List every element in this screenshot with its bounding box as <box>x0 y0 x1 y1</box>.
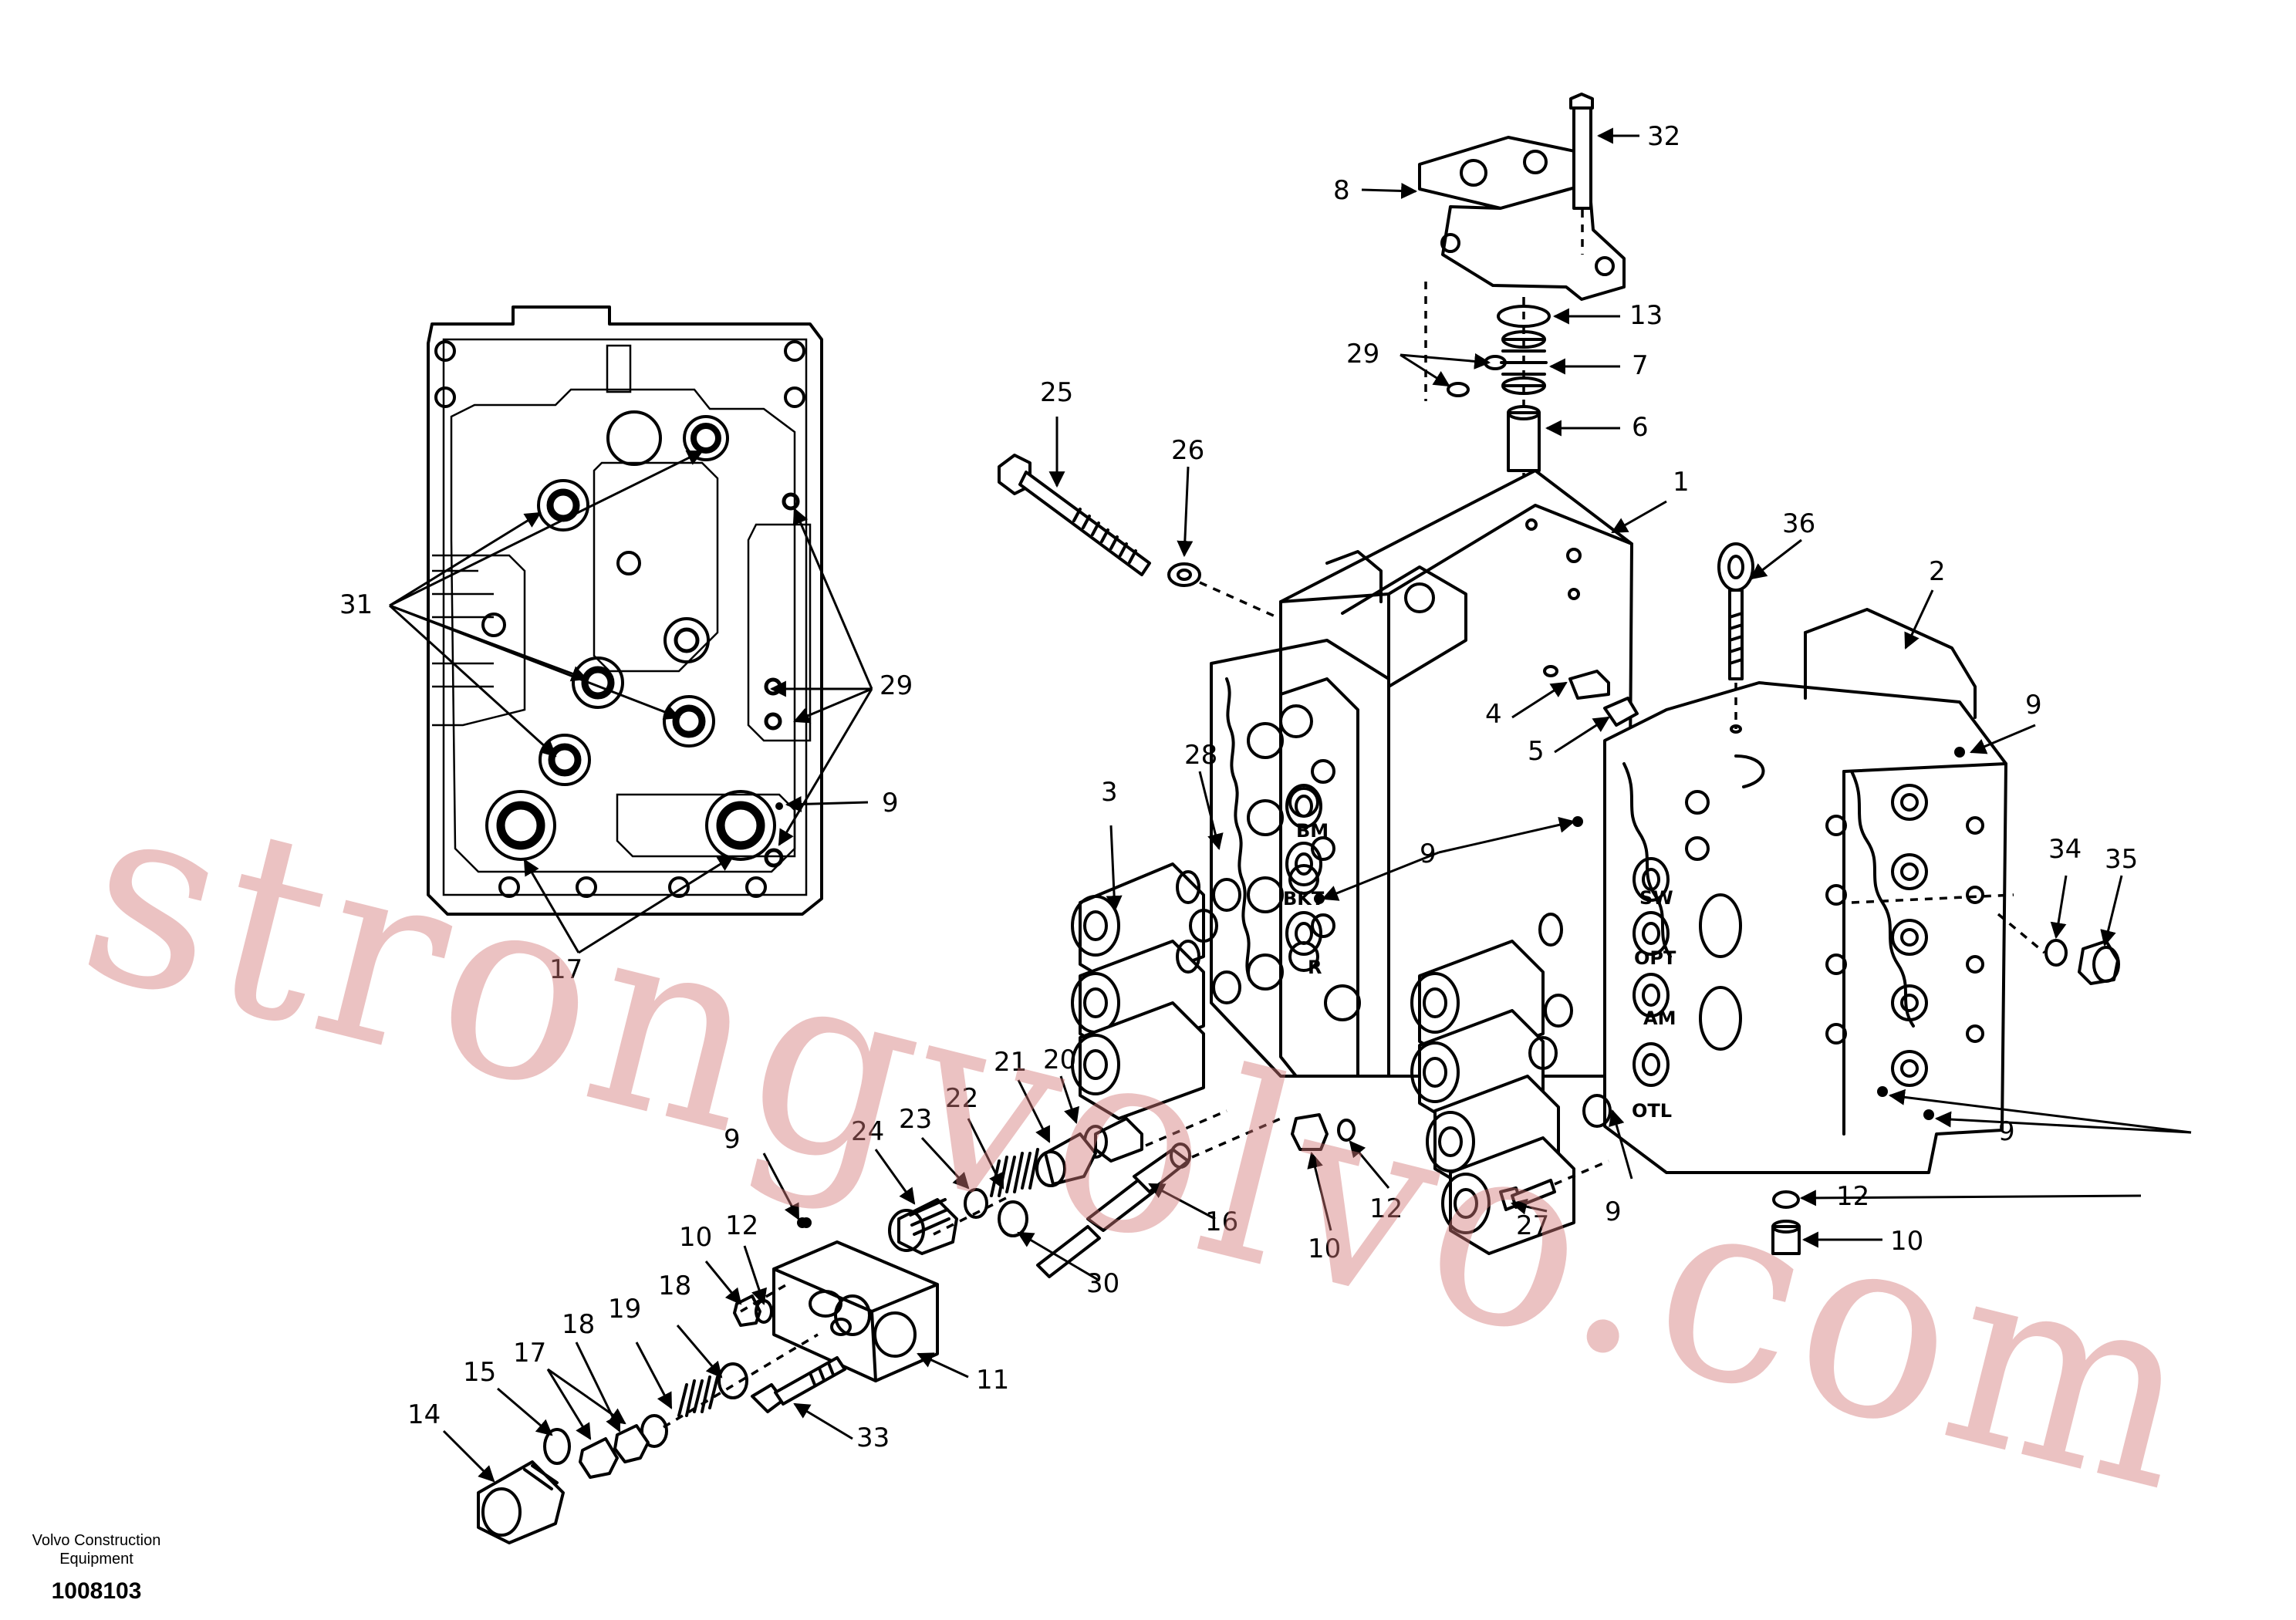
label-35: 35 <box>2105 844 2138 875</box>
dash-lines-lower <box>663 1109 1227 1429</box>
publisher-line-2: Equipment <box>59 1551 133 1568</box>
port-tag-bm: BM <box>1296 820 1329 842</box>
label-24: 24 <box>851 1116 884 1147</box>
spool-caps-right <box>1410 913 1612 1255</box>
relief-block <box>772 1217 939 1382</box>
label-22: 22 <box>945 1083 978 1114</box>
label-2: 2 <box>1929 556 1946 587</box>
label-17-lower: 17 <box>513 1338 546 1369</box>
label-1: 1 <box>1673 467 1690 498</box>
label-34: 34 <box>2048 834 2082 865</box>
publisher-line-1: Volvo Construction <box>32 1532 161 1549</box>
label-27: 27 <box>1516 1210 1549 1241</box>
label-9-lower: 9 <box>1605 1196 1622 1227</box>
label-9-housing: 9 <box>882 788 899 818</box>
label-29-top: 29 <box>1346 339 1379 370</box>
small-seal-parts <box>477 1294 773 1544</box>
label-9-center: 9 <box>1420 839 1437 869</box>
screw-33 <box>751 1356 846 1413</box>
label-10-left: 10 <box>679 1222 712 1253</box>
label-10-center: 10 <box>1308 1234 1341 1264</box>
valve-housing-face-view <box>427 305 823 916</box>
label-21: 21 <box>994 1047 1027 1078</box>
leader-lines <box>388 127 2192 1483</box>
label-9-right-top: 9 <box>2025 690 2042 721</box>
check-fittings <box>1543 665 1639 727</box>
label-11: 11 <box>976 1365 1009 1396</box>
port-tag-r: R <box>1308 957 1322 978</box>
label-20: 20 <box>1043 1045 1076 1075</box>
label-9-right-bottom: 9 <box>1998 1116 2015 1147</box>
label-23: 23 <box>899 1104 932 1135</box>
drain-plug-center <box>1291 1113 1356 1151</box>
label-17-housing: 17 <box>549 954 582 985</box>
label-31: 31 <box>339 589 373 620</box>
label-28: 28 <box>1184 740 1217 771</box>
spool-16 <box>1036 1117 1281 1278</box>
drawing-footer: Volvo Construction Equipment 1008103 <box>32 1532 161 1604</box>
label-5: 5 <box>1528 736 1545 767</box>
label-25: 25 <box>1040 377 1073 408</box>
label-10-right: 10 <box>1890 1226 1923 1257</box>
label-29-housing: 29 <box>880 670 913 701</box>
port-markers-main-body <box>1285 784 1670 1087</box>
port-tag-am: AM <box>1643 1007 1676 1029</box>
label-4: 4 <box>1485 699 1502 730</box>
callout-labels: 1 2 3 4 5 6 7 8 9 9 9 9 9 9 10 10 10 11 … <box>339 121 2138 1453</box>
label-12-right: 12 <box>1836 1181 1869 1212</box>
label-36: 36 <box>1782 508 1815 539</box>
label-15: 15 <box>463 1357 496 1388</box>
piston-20-21 <box>888 1117 1143 1255</box>
label-13: 13 <box>1629 300 1663 331</box>
tie-bolt <box>998 454 1278 619</box>
port-tags: BM BKT R SW OPT AM OTL <box>1283 820 1676 1122</box>
label-19: 19 <box>608 1294 641 1325</box>
label-9-block: 9 <box>724 1124 741 1155</box>
label-14: 14 <box>407 1399 441 1430</box>
drawing-number: 1008103 <box>52 1578 142 1604</box>
label-30: 30 <box>1086 1268 1119 1299</box>
drain-plug-right <box>1771 1190 1801 1255</box>
label-8: 8 <box>1333 175 1350 206</box>
spool-caps-left <box>1071 862 1241 1120</box>
label-33: 33 <box>856 1423 890 1453</box>
port-tag-otl: OTL <box>1632 1100 1672 1122</box>
label-18-right: 18 <box>658 1271 691 1301</box>
relief-cover-assembly <box>1418 93 1626 482</box>
label-3: 3 <box>1101 777 1118 808</box>
port-tag-opt: OPT <box>1634 947 1676 969</box>
label-16: 16 <box>1205 1207 1238 1237</box>
label-6: 6 <box>1632 412 1649 443</box>
label-32: 32 <box>1647 121 1680 152</box>
section-valve-body <box>1603 608 2007 1174</box>
label-26: 26 <box>1171 435 1204 466</box>
label-7: 7 <box>1632 350 1649 381</box>
label-12-center: 12 <box>1369 1193 1403 1224</box>
label-18-left: 18 <box>562 1309 595 1340</box>
label-12-left: 12 <box>725 1210 758 1241</box>
port-tag-sw: SW <box>1639 887 1673 909</box>
